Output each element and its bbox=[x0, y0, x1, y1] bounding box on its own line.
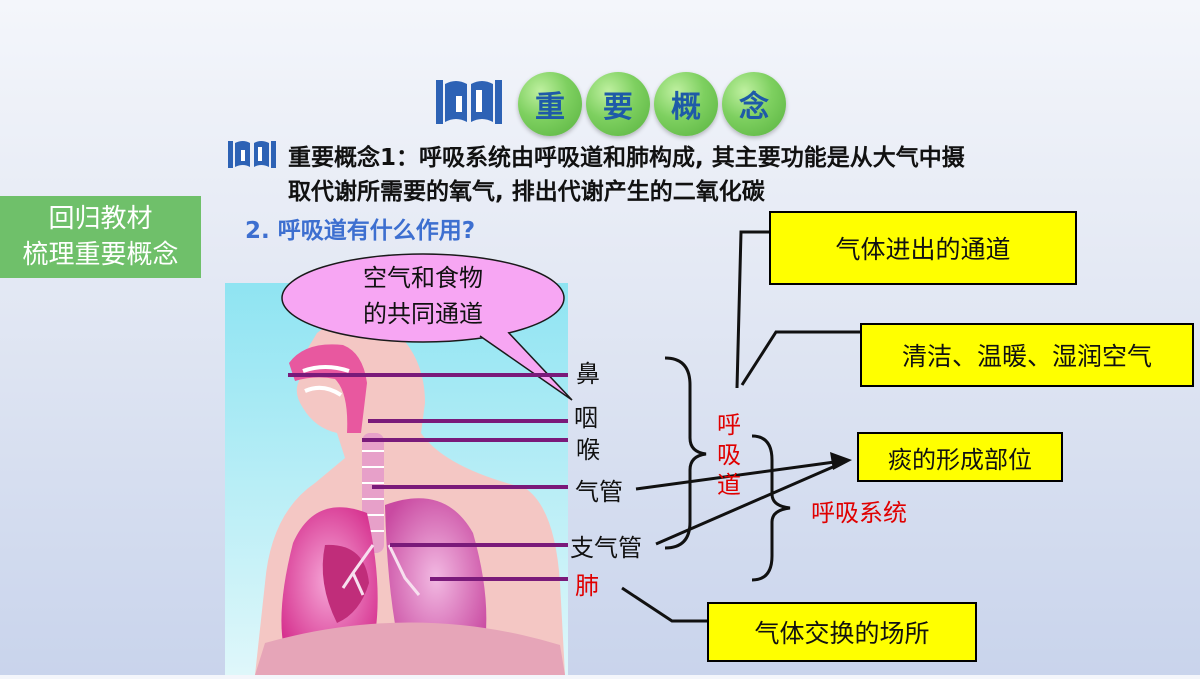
title-circle: 要 bbox=[586, 72, 650, 136]
organ-label-nose: 鼻 bbox=[576, 360, 600, 388]
book-icon-small bbox=[228, 138, 276, 170]
question-heading: 2. 呼吸道有什么作用? bbox=[245, 218, 476, 244]
connector-gas-exchange bbox=[621, 586, 710, 623]
sidebar-line-2: 梳理重要概念 bbox=[22, 240, 179, 270]
arrow-bronchus-phlegm bbox=[655, 461, 843, 546]
box-gas-exchange: 气体交换的场所 bbox=[707, 602, 977, 662]
title-circle: 概 bbox=[654, 72, 718, 136]
box-phlegm: 痰的形成部位 bbox=[857, 432, 1063, 482]
organ-label-larynx: 喉 bbox=[576, 436, 600, 464]
box-gas-channel: 气体进出的通道 bbox=[769, 211, 1077, 285]
brace-respiratory-tract bbox=[664, 356, 707, 550]
title-circle: 重 bbox=[518, 72, 582, 136]
bubble-line-2: 的共同通道 bbox=[363, 300, 483, 328]
organ-label-lung: 肺 bbox=[575, 572, 599, 600]
book-icon-large bbox=[436, 76, 502, 128]
speech-bubble: 空气和食物 的共同通道 bbox=[280, 252, 580, 412]
title-circles: 重 要 概 念 bbox=[518, 72, 786, 136]
box-clean-warm: 清洁、温暖、湿润空气 bbox=[860, 323, 1194, 387]
concept-line-1: 重要概念1：呼吸系统由呼吸道和肺构成, 其主要功能是从大气中摄 bbox=[288, 145, 965, 171]
sidebar-review-box[interactable]: 回归教材 梳理重要概念 bbox=[0, 196, 201, 278]
connector-gas-channel bbox=[735, 230, 770, 389]
organ-label-trachea: 气管 bbox=[575, 478, 623, 506]
concept-line-2: 取代谢所需要的氧气, 排出代谢产生的二氧化碳 bbox=[288, 179, 765, 205]
bubble-line-1: 空气和食物 bbox=[363, 264, 483, 292]
arrow-trachea-phlegm bbox=[635, 459, 843, 491]
organ-label-bronchus: 支气管 bbox=[570, 534, 642, 562]
sidebar-line-1: 回归教材 bbox=[48, 204, 153, 234]
connector-clean-warm bbox=[740, 330, 862, 386]
title-circle: 念 bbox=[722, 72, 786, 136]
label-respiratory-system: 呼吸系统 bbox=[811, 499, 907, 527]
brace-respiratory-system bbox=[751, 434, 791, 582]
concept-statement: 重要概念1：呼吸系统由呼吸道和肺构成, 其主要功能是从大气中摄 取代谢所需要的氧… bbox=[288, 141, 1188, 209]
organ-label-pharynx: 咽 bbox=[574, 404, 598, 432]
arrowhead bbox=[830, 452, 852, 470]
label-respiratory-tract: 呼吸道 bbox=[717, 411, 741, 499]
